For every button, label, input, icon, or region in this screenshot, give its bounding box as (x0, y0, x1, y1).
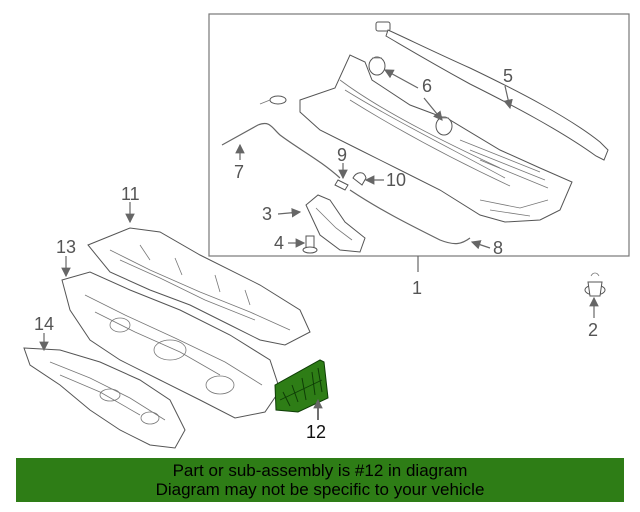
part-2-grommet (584, 272, 606, 297)
callout-8: 8 (493, 238, 503, 258)
part-7-hose (221, 122, 341, 179)
callout-5: 5 (503, 66, 513, 86)
callout-4: 4 (274, 233, 284, 253)
part-1-cowl-cover (299, 54, 573, 223)
callout-13: 13 (56, 237, 76, 257)
part-13-dash-panel (61, 271, 281, 419)
banner-line-2: Diagram may not be specific to your vehi… (155, 480, 485, 499)
part-5-weatherstrip (375, 21, 609, 161)
part-11-upper-panel (87, 227, 311, 346)
part-3-bracket (305, 194, 366, 253)
banner-line-1: Part or sub-assembly is #12 in diagram (172, 461, 468, 480)
part-4-bolt (302, 235, 318, 254)
inset-frame (208, 13, 630, 257)
callout-11: 11 (121, 184, 140, 204)
part-14-insulator (23, 347, 186, 449)
callout-7: 7 (234, 162, 244, 182)
callout-12: 12 (306, 422, 326, 442)
callout-14: 14 (34, 314, 54, 334)
callout-6: 6 (422, 76, 432, 96)
clip (259, 95, 287, 105)
callout-3: 3 (262, 204, 272, 224)
info-banner: Part or sub-assembly is #12 in diagram D… (16, 458, 624, 502)
part-12-highlighted-panel (274, 359, 329, 413)
part-8-hose (349, 189, 471, 245)
part-9-10-connectors (334, 172, 367, 191)
callout-1: 1 (412, 278, 422, 298)
callout-2: 2 (588, 320, 598, 340)
callout-10: 10 (386, 170, 406, 190)
parts-diagram: 5 6 7 9 10 3 4 8 1 2 11 13 14 12 (23, 13, 630, 449)
leader-lines (39, 69, 599, 420)
callout-9: 9 (337, 145, 347, 165)
part-6-washer-nozzles (368, 56, 453, 136)
